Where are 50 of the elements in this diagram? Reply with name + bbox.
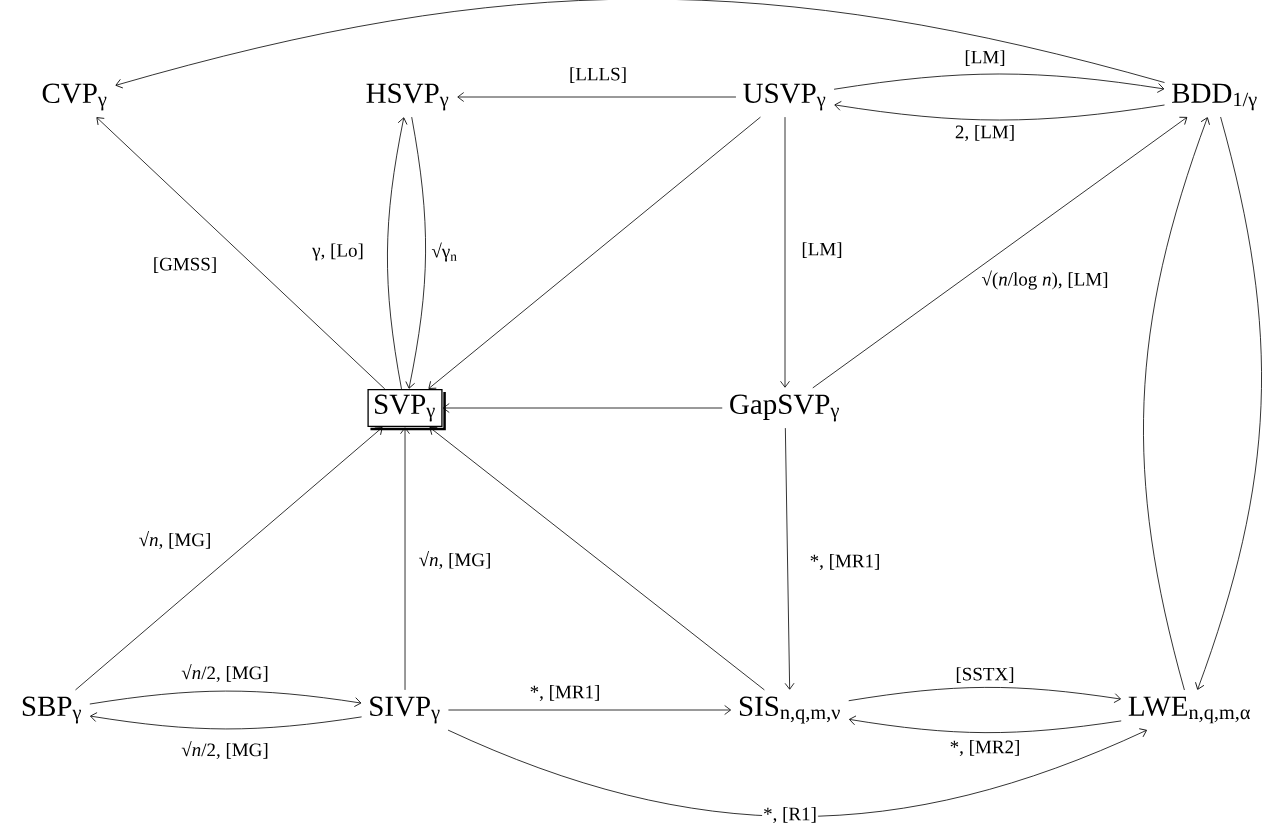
edge-label: √(n/log n), [LM] <box>980 269 1110 291</box>
arrow <box>428 116 761 389</box>
boxed-term: SVP$_{γ}$ <box>367 388 446 431</box>
term-label: GapSVP$_{γ}$ <box>730 394 839 422</box>
edge-label: 2, [LM] <box>953 123 1017 143</box>
term-label: BDD$_{1/γ}$ <box>1172 83 1257 111</box>
edge-label: [GMSS] <box>151 256 219 274</box>
arrow <box>1143 117 1210 691</box>
edge-label: *, [MR1] <box>528 683 602 703</box>
term-label: CVP$_{γ}$ <box>42 83 107 111</box>
arrow <box>75 427 383 691</box>
edge-label: γ, [Lo] <box>311 242 365 262</box>
term-label: HSVP$_{γ}$ <box>366 83 449 111</box>
edge-label: [LLLS] <box>568 66 629 84</box>
edge-label: √n/2, [MG] <box>180 740 270 760</box>
arrow <box>442 403 723 413</box>
edge-label: √γ$_{n}$ <box>430 241 460 263</box>
edge-label: [LM] <box>963 49 1007 67</box>
edge-label: *, [MR2] <box>948 738 1022 758</box>
edge-label: √n/2, [MG] <box>180 663 270 683</box>
edge-label: √n, [MG] <box>137 530 213 550</box>
arrow <box>849 715 1122 734</box>
arrow <box>834 100 1165 121</box>
arrow <box>780 116 790 388</box>
arrow <box>1195 116 1262 690</box>
arrow <box>848 687 1121 703</box>
arrow <box>447 728 1147 817</box>
arrow <box>400 427 410 691</box>
arrow <box>833 73 1165 93</box>
arrow <box>812 116 1188 389</box>
arrow <box>115 0 1165 89</box>
edge-label: *, [R1] <box>762 805 818 825</box>
edge-label: [SSTX] <box>954 666 1016 684</box>
arrow <box>90 712 362 730</box>
edge-label: [LM] <box>800 241 844 259</box>
edge-label: *, [MR1] <box>808 552 882 572</box>
arrow <box>89 690 362 707</box>
arrow <box>96 117 386 390</box>
arrow <box>429 427 765 691</box>
edge-label: √n, [MG] <box>417 550 493 570</box>
term-label: SIS$_{n,q,m,ν}$ <box>739 696 840 724</box>
arrow <box>784 427 795 690</box>
term-label: USVP$_{γ}$ <box>743 83 826 111</box>
term-label: SIVP$_{γ}$ <box>370 696 440 724</box>
arrow <box>457 92 737 102</box>
arrow <box>448 705 732 715</box>
term-label: LWE$_{n,q,m,α}$ <box>1128 696 1251 724</box>
term-label: SBP$_{γ}$ <box>22 696 81 724</box>
arrow <box>387 117 408 390</box>
arrow <box>405 116 426 389</box>
